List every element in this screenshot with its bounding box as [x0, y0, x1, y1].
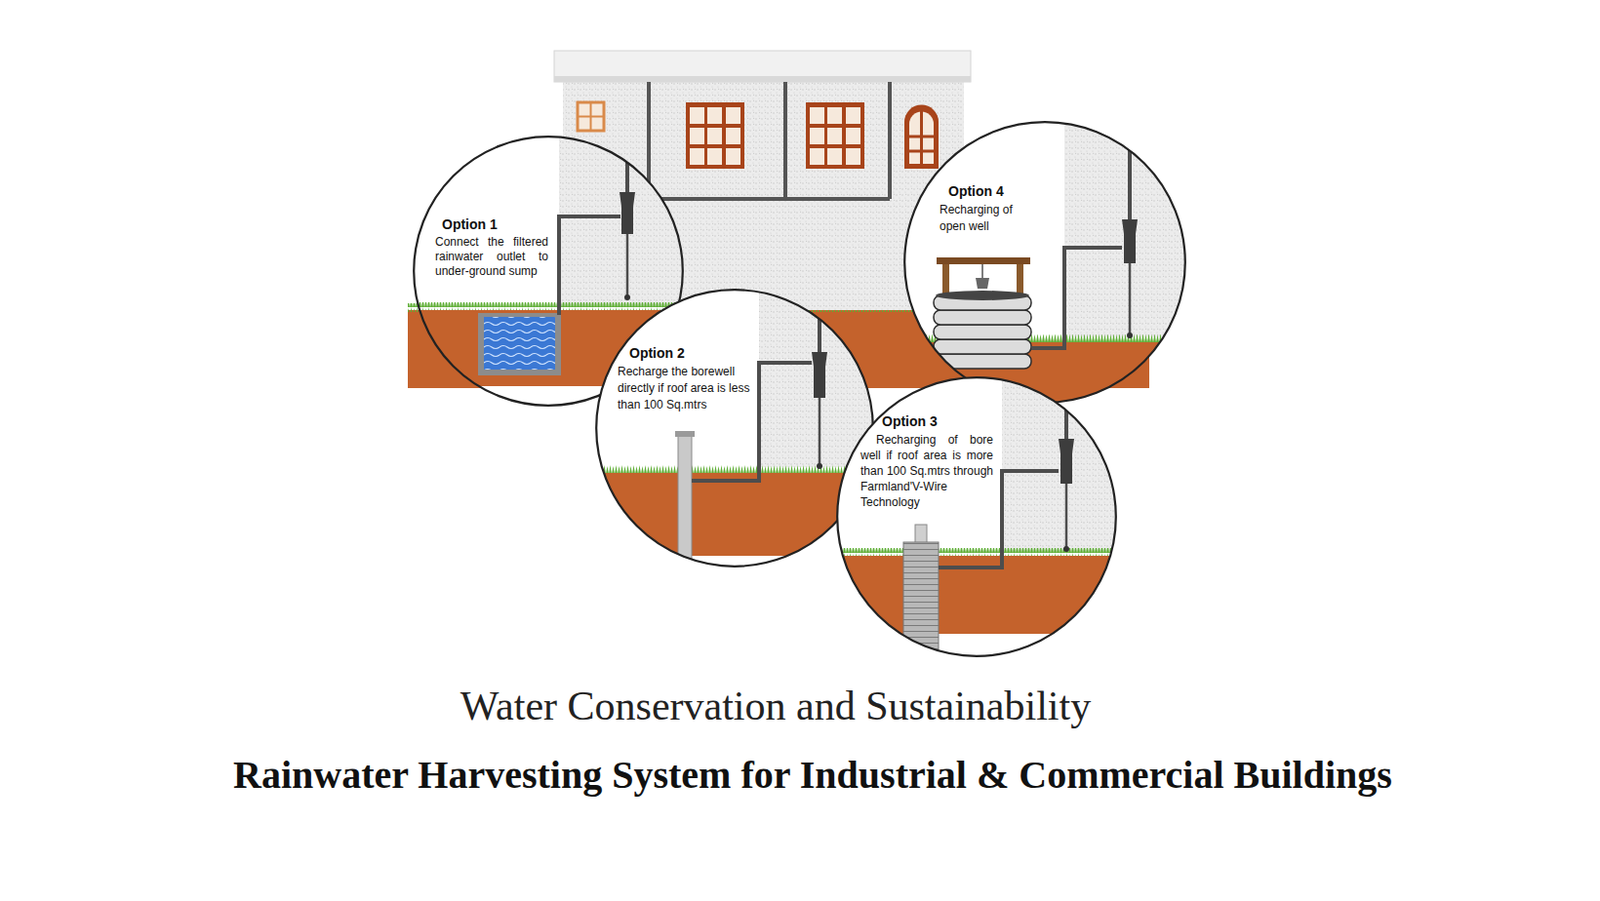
- circle-border: [837, 377, 1117, 657]
- page-title: Rainwater Harvesting System for Industri…: [233, 756, 1393, 796]
- option-scene: [595, 288, 875, 568]
- circle-border: [596, 289, 874, 567]
- window-bars: [909, 111, 934, 164]
- page-subtitle: Water Conservation and Sustainability: [460, 685, 1091, 727]
- option-description: Recharge the borewell directly if roof a…: [617, 363, 751, 414]
- option-heading: Option 4: [939, 183, 1041, 200]
- option-circle: Option 4Recharging of open well: [903, 120, 1187, 404]
- option-description: Recharging of bore well if roof area is …: [860, 432, 994, 511]
- roof-parapet: [554, 50, 971, 82]
- roof-shadow: [554, 76, 971, 82]
- option-circle: Option 2Recharge the borewell directly i…: [595, 288, 875, 568]
- option-heading: Option 3: [860, 413, 994, 431]
- window: [685, 102, 745, 169]
- arched-window-frame: [904, 105, 939, 170]
- option-scene: [903, 120, 1187, 404]
- option-heading: Option 1: [435, 216, 549, 234]
- option-heading: Option 2: [617, 345, 751, 362]
- circle-outline: [836, 376, 1118, 658]
- window-bars: [577, 102, 604, 131]
- arched-window-pane: [909, 112, 934, 165]
- roof-downpipe: [648, 81, 890, 200]
- small-window: [577, 102, 604, 131]
- option-circle: Option 3Recharging of bore well if roof …: [836, 376, 1118, 658]
- window: [805, 102, 865, 169]
- page-title-holder: Rainwater Harvesting System for Industri…: [233, 756, 1393, 796]
- option-description: Connect the filtered rainwater outlet to…: [435, 235, 549, 280]
- option-text-block: Option 3Recharging of bore well if roof …: [860, 413, 994, 511]
- circle-outline: [903, 120, 1187, 404]
- option-text-block: Option 4Recharging of open well: [939, 183, 1041, 236]
- option-text-block: Option 2Recharge the borewell directly i…: [617, 345, 751, 414]
- option-description: Recharging of open well: [939, 201, 1041, 236]
- page-subtitle-holder: Water Conservation and Sustainability: [460, 685, 1091, 727]
- option-text-block: Option 1Connect the filtered rainwater o…: [435, 216, 549, 280]
- circle-border: [904, 121, 1186, 403]
- circle-outline: [595, 288, 875, 568]
- option-scene: [836, 376, 1118, 658]
